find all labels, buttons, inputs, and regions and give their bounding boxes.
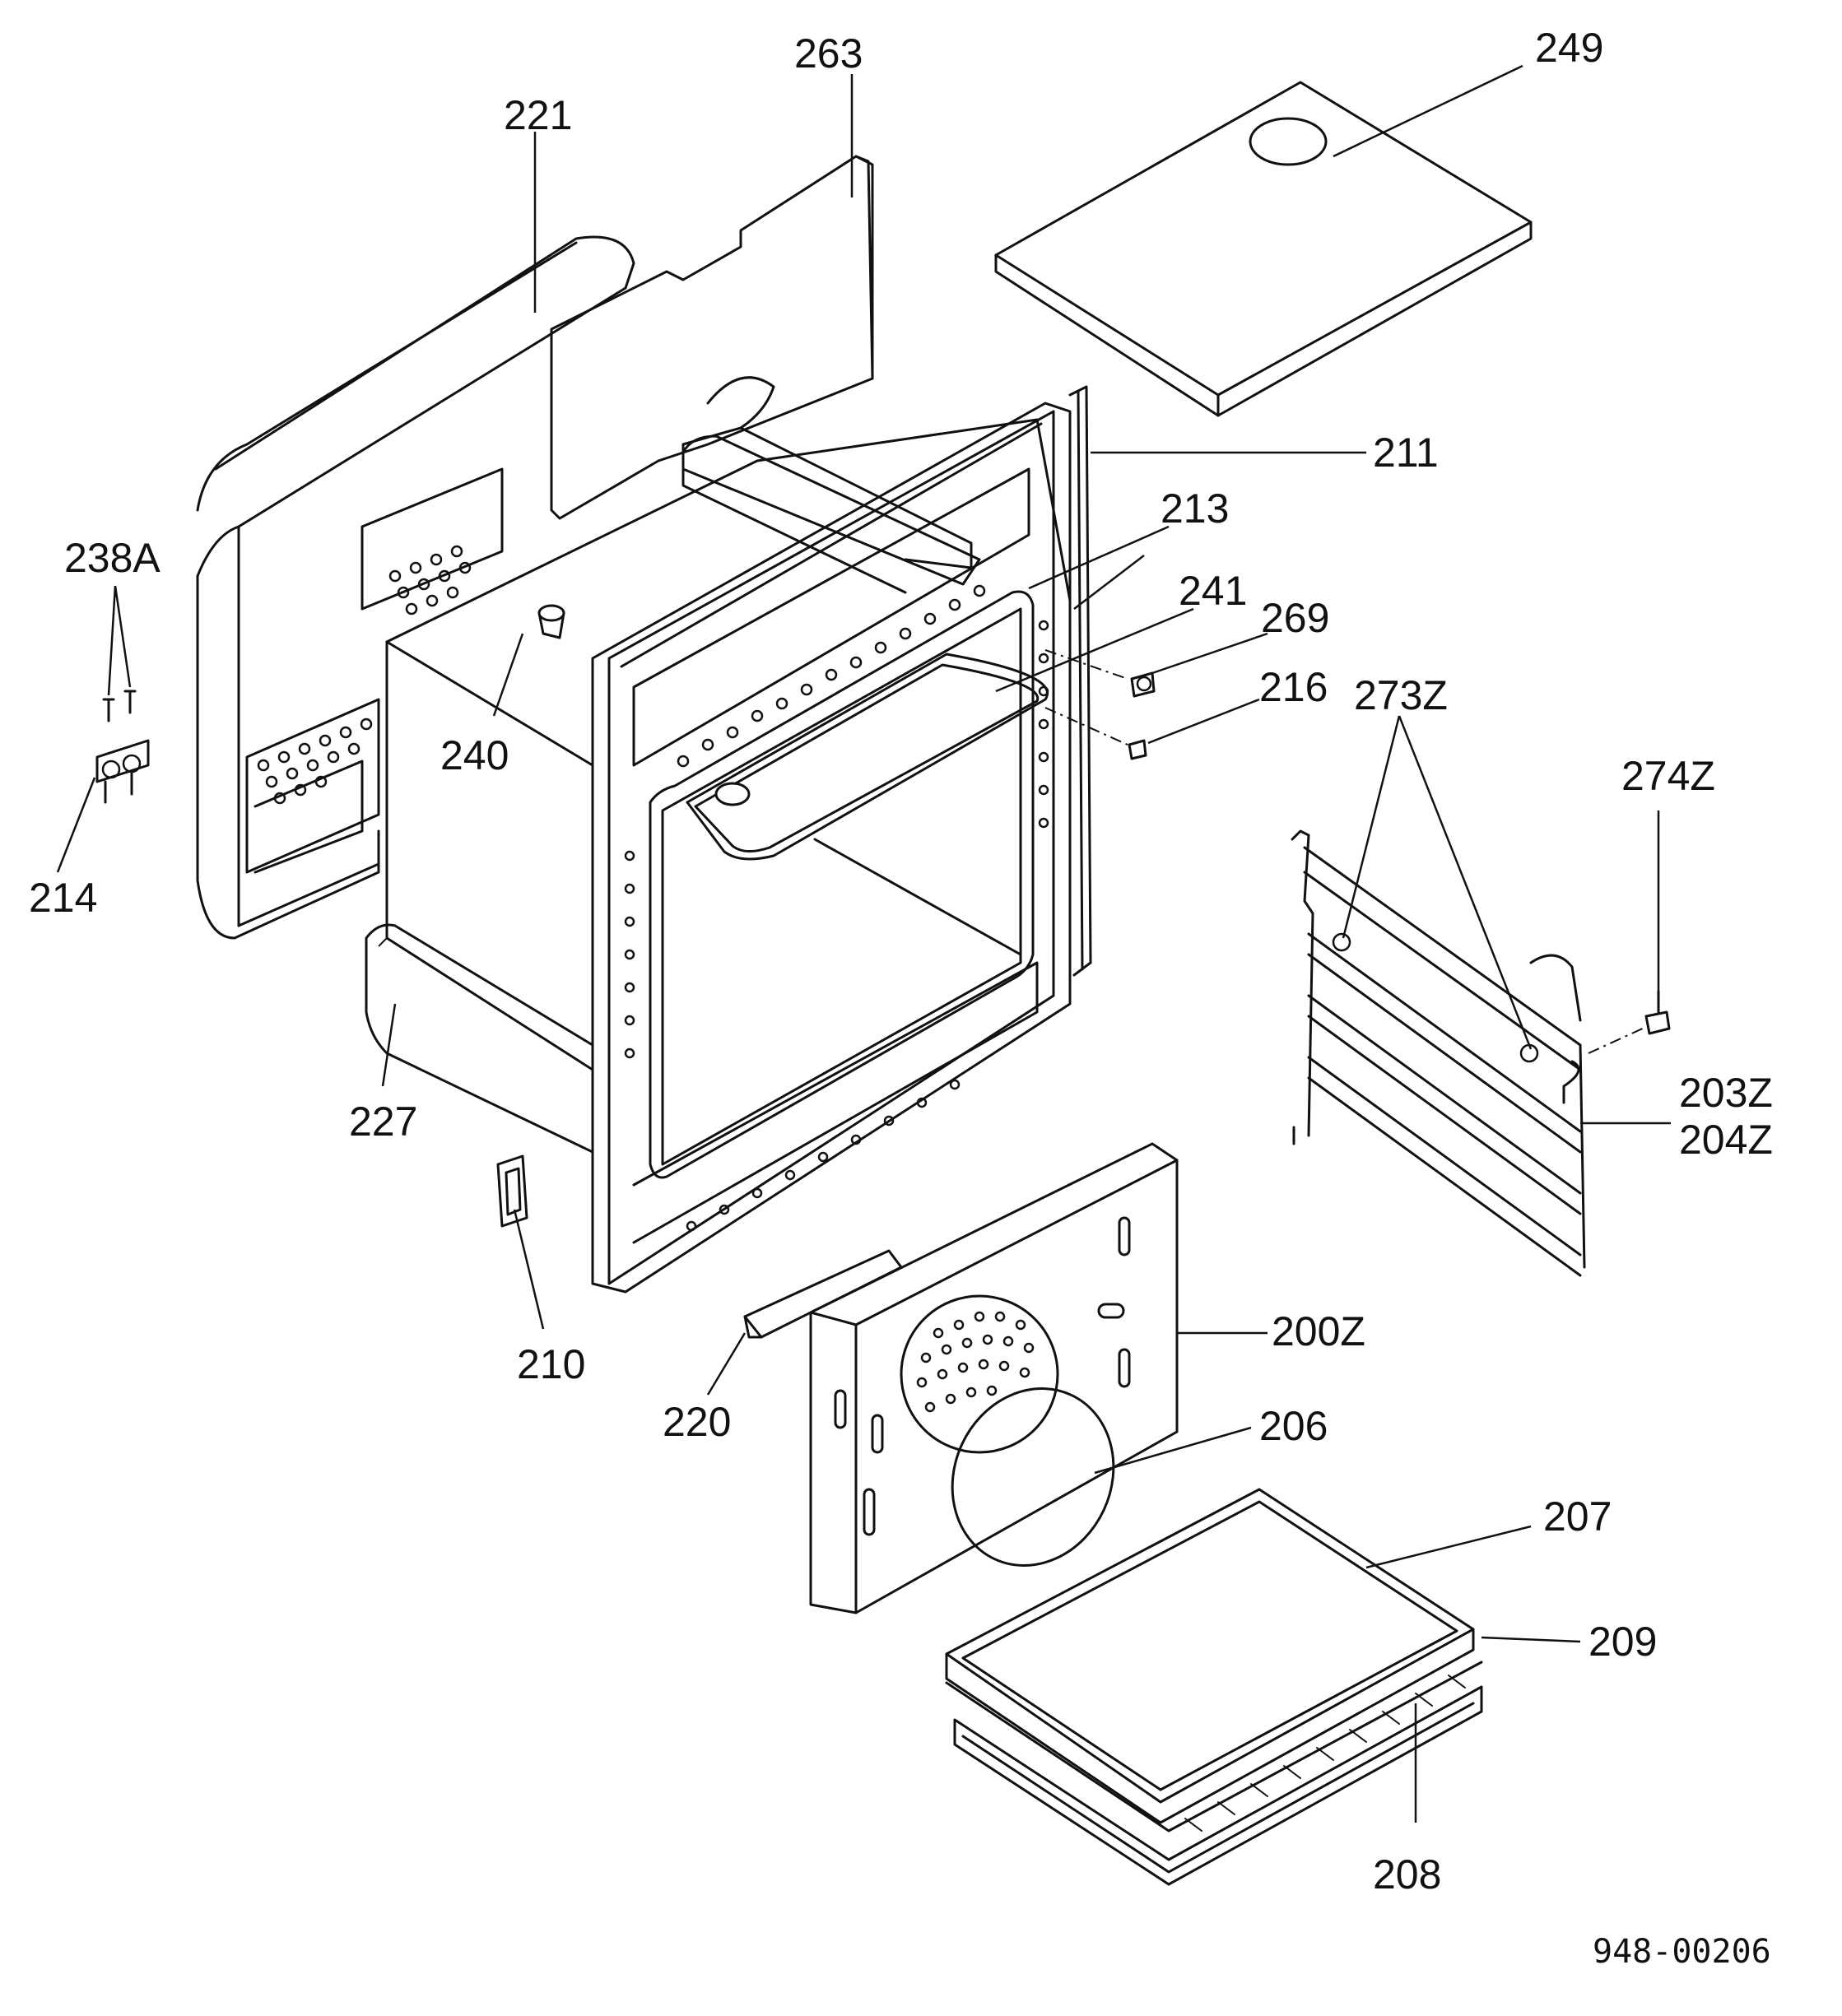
label-204z: 204Z [1679,1117,1773,1163]
label-207: 207 [1543,1493,1612,1540]
label-263: 263 [794,30,863,77]
label-249: 249 [1535,25,1603,71]
seal-211 [1068,385,1092,977]
frame-holes [624,584,1049,1232]
drawing-code: 948-00206 [1593,1933,1771,1971]
vent-holes-lower [257,718,373,805]
label-238a: 238A [64,535,160,581]
label-213: 213 [1161,485,1229,532]
fan-cover-200z [809,1142,1179,1614]
grill-241 [686,653,1049,861]
top-insulation-249 [994,81,1533,417]
label-203z: 203Z [1679,1070,1773,1116]
label-220: 220 [663,1399,731,1445]
leader-lines [56,64,1671,1823]
label-208: 208 [1373,1851,1441,1898]
shelf-rail-273z [1291,829,1586,1277]
insulation-263 [550,155,874,520]
tray-207 [945,1488,1475,1824]
label-209: 209 [1588,1619,1657,1665]
rack-209 [945,1661,1483,1833]
top-insulation-strip [681,434,981,586]
rear-cover-221 [196,235,635,940]
fan-cover-holes [916,1311,1035,1413]
front-frame-213 [591,402,1072,1294]
tray-208 [953,1685,1483,1886]
screws-238a [102,690,137,722]
label-227: 227 [349,1099,417,1145]
label-241: 241 [1179,568,1247,614]
thermostat-240 [537,604,565,639]
label-221: 221 [504,92,572,138]
screw-274z [1644,990,1671,1035]
fixing-216 [1128,739,1147,760]
bracket-220 [743,1249,903,1339]
hinge-214 [95,739,150,804]
clip-210 [496,1154,528,1228]
vent-holes-upper [388,545,472,615]
label-214: 214 [29,875,97,921]
label-200z: 200Z [1272,1308,1365,1354]
label-273z: 273Z [1354,672,1448,718]
label-274z: 274Z [1621,753,1715,799]
label-210: 210 [517,1341,585,1387]
label-211: 211 [1373,430,1439,476]
label-216: 216 [1259,664,1328,710]
fixing-269 [1130,671,1156,698]
label-206: 206 [1259,1403,1328,1449]
label-269: 269 [1261,595,1329,641]
label-240: 240 [440,732,509,778]
filter-206 [951,1387,1115,1567]
